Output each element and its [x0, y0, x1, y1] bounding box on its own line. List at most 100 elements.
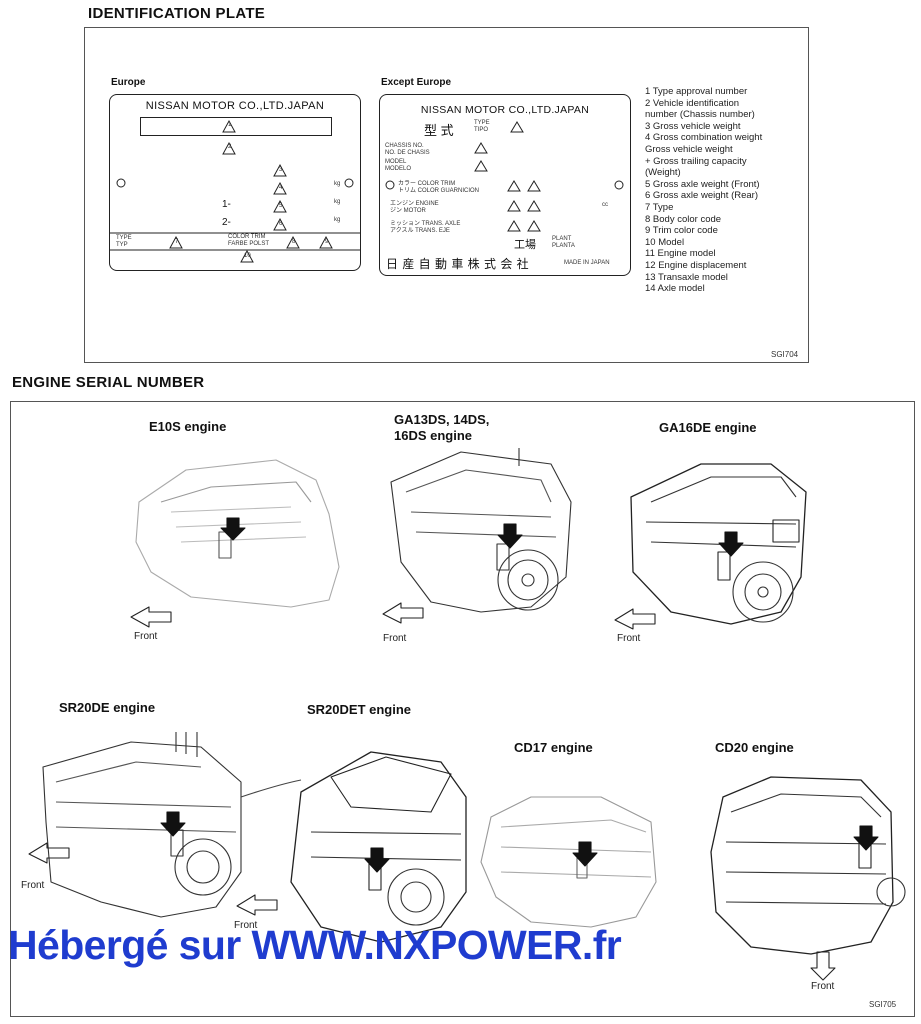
- identification-plate-frame: Europe NISSAN MOTOR CO.,LTD.JAPAN: [84, 27, 809, 363]
- engine-title-sr20det: SR20DET engine: [307, 702, 412, 717]
- front-arrow-icon-cd20: [810, 951, 836, 981]
- except-europe-plate: NISSAN MOTOR CO.,LTD.JAPAN 型 式 TYPE TIPO…: [379, 94, 631, 276]
- legend-line: 5 Gross axle weight (Front): [645, 178, 760, 190]
- plant-kanji: 工場: [514, 239, 536, 251]
- kanji-type: 型 式: [424, 123, 454, 138]
- triangle-icon-4: [273, 181, 287, 195]
- engine-drawing-cd17: [480, 796, 657, 928]
- front-label-ga13ds: Front: [383, 633, 407, 644]
- unit-kg-3: kg: [334, 217, 341, 223]
- cc-unit: cc: [602, 202, 608, 208]
- plate-legend: 1 Type approval number 2 Vehicle identif…: [645, 86, 762, 295]
- triangle-icon-7: [169, 235, 183, 249]
- except-europe-plate-marks: [385, 121, 624, 232]
- num-2: 2: [228, 144, 232, 150]
- engine-drawing-cd20: [710, 776, 906, 981]
- chassis-label: CHASSIS NO. NO. DE CHASIS: [385, 143, 430, 156]
- europe-plate-marks: [110, 119, 360, 263]
- front-label-e10s: Front: [134, 631, 158, 642]
- legend-line: 7 Type: [645, 201, 674, 213]
- arrow-icon-ga16de: [718, 531, 744, 557]
- row-2-label: 2-: [222, 217, 231, 228]
- except-europe-maker: NISSAN MOTOR CO.,LTD.JAPAN: [420, 104, 590, 116]
- num-8: 8: [292, 239, 296, 245]
- arrow-icon-e10s: [220, 517, 246, 541]
- legend-line: 6 Gross axle weight (Rear): [645, 190, 758, 202]
- num-4: 4: [279, 185, 283, 191]
- legend-line: number (Chassis number): [645, 109, 755, 121]
- engine-jp-label: エンジン ENGINE ジン MOTOR: [390, 201, 439, 214]
- engine-drawing-sr20de: [28, 732, 302, 918]
- num-10: 10: [244, 253, 251, 259]
- num-7: 7: [175, 239, 179, 245]
- triangle-icon-3: [273, 163, 287, 177]
- engine-title-ga16de: GA16DE engine: [659, 420, 757, 435]
- num-1: 1: [228, 122, 232, 128]
- arrow-icon-sr20det: [364, 847, 390, 873]
- front-label-ga16de: Front: [617, 633, 641, 644]
- arrow-icon-sr20de: [160, 811, 186, 837]
- europe-maker: NISSAN MOTOR CO.,LTD.JAPAN: [145, 100, 325, 112]
- engine-serial-title: ENGINE SERIAL NUMBER: [12, 374, 205, 391]
- unit-kg-2: kg: [334, 199, 341, 205]
- arrow-icon-cd20: [853, 825, 879, 851]
- type-approval-box: [140, 117, 332, 136]
- legend-line: + Gross trailing capacity: [645, 155, 747, 167]
- engine-drawing-ga13ds: [382, 448, 572, 624]
- transaxle-jp-label: ミッション TRANS. AXLE アクスル TRANS. EJE: [390, 221, 461, 234]
- front-arrow-icon-sr20det: [236, 894, 278, 916]
- figure-code-sgi704: SGI704: [771, 350, 799, 359]
- triangle-icon-1: [222, 119, 236, 133]
- legend-line: 9 Trim color code: [645, 225, 718, 237]
- legend-line: 8 Body color code: [645, 213, 722, 225]
- legend-line: Gross vehicle weight: [645, 143, 733, 155]
- kanji-maker: 日 産 自 動 車 株 式 会 社: [386, 257, 530, 271]
- row-1-label: 1-: [222, 199, 231, 210]
- triangle-icon-8: [286, 235, 300, 249]
- front-label-cd20: Front: [811, 981, 835, 992]
- legend-line: 4 Gross combination weight: [645, 132, 763, 144]
- legend-line: 3 Gross vehicle weight: [645, 120, 741, 132]
- engine-drawing-sr20det: [236, 751, 467, 943]
- identification-plate-title: IDENTIFICATION PLATE: [88, 5, 266, 22]
- plant-label: PLANT PLANTA: [552, 236, 575, 249]
- engine-title-e10s: E10S engine: [149, 419, 227, 434]
- legend-line: 1 Type approval number: [645, 86, 748, 97]
- engine-drawings: [28, 448, 906, 981]
- legend-line: 11 Engine model: [645, 248, 716, 260]
- color-trim-label: COLOR TRIM FARBE POLST: [228, 234, 270, 247]
- front-arrow-icon-sr20de: [28, 842, 70, 864]
- engine-serial-frame: E10S engine GA13DS, 14DS, 16DS engine GA…: [10, 401, 915, 1017]
- front-arrow-icon-ga13ds: [382, 602, 424, 624]
- legend-line: 13 Transaxle model: [645, 271, 728, 283]
- front-arrow-icon-e10s: [130, 606, 172, 628]
- engine-drawing-ga16de: [614, 463, 807, 630]
- figure-code-sgi705: SGI705: [869, 1000, 897, 1009]
- unit-kg-1: kg: [334, 181, 341, 187]
- front-arrow-icon-ga16de: [614, 608, 656, 630]
- type-tipo: TYPE TIPO: [474, 120, 490, 133]
- num-9: 9: [325, 239, 329, 245]
- watermark-text: Hébergé sur WWW.NXPOWER.fr: [8, 922, 622, 968]
- europe-label: Europe: [111, 77, 146, 88]
- triangle-icon-9: [319, 235, 333, 249]
- color-trim-jp-label: カラー COLOR TRIM トリム COLOR GUARNICION: [398, 181, 480, 194]
- except-europe-label: Except Europe: [381, 77, 452, 88]
- legend-line: 10 Model: [645, 236, 685, 248]
- num-3: 3: [279, 167, 283, 173]
- triangle-icon-2: [222, 141, 236, 155]
- legend-line: 2 Vehicle identification: [645, 97, 740, 109]
- front-label-sr20det: Front: [234, 920, 258, 931]
- legend-line: (Weight): [645, 167, 681, 179]
- arrow-icon-cd17: [572, 841, 598, 867]
- num-5: 5: [279, 203, 283, 209]
- model-label: MODEL MODELO: [385, 159, 412, 172]
- triangle-icon-6: [273, 217, 287, 231]
- legend-line: 12 Engine displacement: [645, 259, 747, 271]
- engine-title-ga13ds: GA13DS, 14DS, 16DS engine: [394, 412, 490, 443]
- arrow-icon-ga13ds: [497, 523, 523, 549]
- engine-title-sr20de: SR20DE engine: [59, 700, 156, 715]
- made-in-japan: MADE IN JAPAN: [564, 260, 610, 266]
- triangle-icon-5: [273, 199, 287, 213]
- europe-plate: NISSAN MOTOR CO.,LTD.JAPAN 1 2 3: [109, 94, 361, 271]
